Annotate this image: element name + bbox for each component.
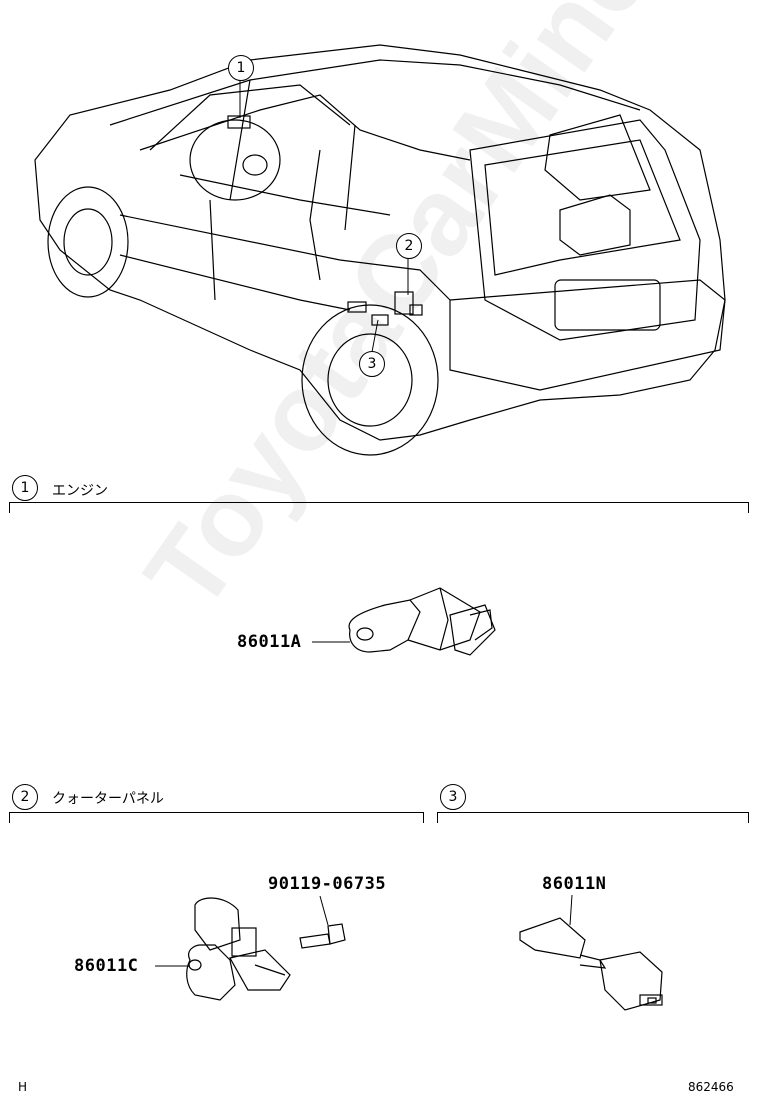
car-callout-3: 3 — [359, 351, 385, 377]
section-3-bracket — [437, 812, 749, 823]
part-label-86011a: 86011A — [237, 632, 302, 652]
section-1-number: 1 — [12, 475, 38, 501]
footer-left-code: H — [18, 1080, 28, 1094]
car-callout-2: 2 — [396, 233, 422, 259]
section-2-number: 2 — [12, 784, 38, 810]
car-callout-1: 1 — [228, 55, 254, 81]
part-label-90119-06735: 90119-06735 — [268, 874, 387, 894]
section-3-number: 3 — [440, 784, 466, 810]
section-2-bracket — [9, 812, 424, 823]
diagram-id: 862466 — [688, 1080, 734, 1094]
section-1-title: エンジン — [52, 483, 108, 499]
car-illustration — [34, 44, 726, 456]
section-1-bracket — [9, 502, 749, 513]
part-label-86011n: 86011N — [542, 874, 607, 894]
section-2-title: クォーターパネル — [52, 791, 164, 807]
part-label-86011c: 86011C — [74, 956, 139, 976]
